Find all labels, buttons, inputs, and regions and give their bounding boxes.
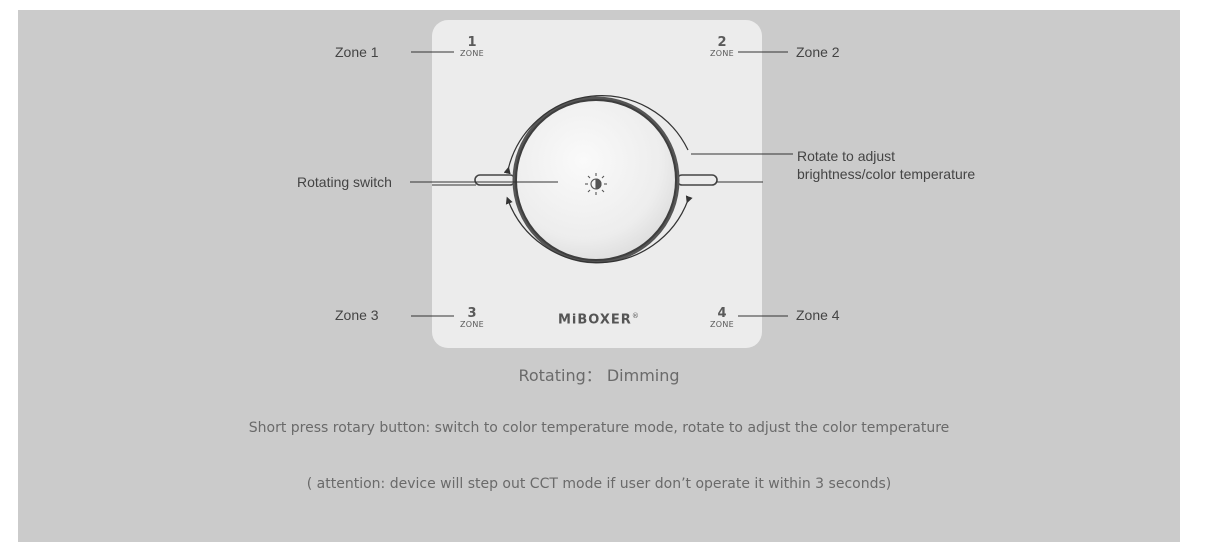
zone2-number: 2 — [717, 35, 727, 50]
zone2-label: Zone 2 — [796, 44, 840, 60]
brand-name: MiBOXER — [558, 312, 632, 328]
leader-lines — [410, 51, 793, 317]
brand-logo: MiBOXER® — [558, 312, 640, 327]
zone1-number: 1 — [467, 35, 477, 50]
zone3-word: ZONE — [459, 320, 485, 329]
left-slot — [474, 174, 516, 186]
zone3-number: 3 — [467, 306, 477, 321]
zone3-button[interactable]: 3 ZONE — [452, 307, 492, 329]
rotate-adjust-label: Rotate to adjust brightness/color temper… — [797, 147, 975, 183]
mode-caption: Rotating： Dimming — [518, 366, 680, 385]
rotate-arrow-bottom — [505, 195, 693, 264]
zone4-number: 4 — [717, 306, 727, 321]
zone4-word: ZONE — [709, 320, 735, 329]
rotate-adjust-line1: Rotate to adjust — [797, 148, 896, 164]
zone1-button[interactable]: 1 ZONE — [452, 36, 492, 58]
right-slot — [676, 174, 718, 186]
zone1-word: ZONE — [459, 49, 485, 58]
rotate-adjust-line2: brightness/color temperature — [797, 166, 976, 182]
zone4-label: Zone 4 — [796, 307, 840, 323]
zone3-label: Zone 3 — [335, 307, 379, 323]
short-press-caption: Short press rotary button: switch to col… — [248, 420, 950, 436]
diagram-stage: Zone 1 Zone 2 Zone 3 Zone 4 1 ZONE 2 ZON… — [18, 10, 1180, 542]
zone2-button[interactable]: 2 ZONE — [702, 36, 742, 58]
remote-illustration — [410, 20, 793, 348]
rotating-switch-label: Rotating switch — [297, 174, 392, 190]
zone4-button[interactable]: 4 ZONE — [702, 307, 742, 329]
brand-registered-mark: ® — [631, 312, 640, 320]
attention-caption: ( attention: device will step out CCT mo… — [306, 476, 892, 492]
rotate-arrow-top — [503, 95, 689, 175]
brightness-icon — [585, 173, 607, 195]
zone2-word: ZONE — [709, 49, 735, 58]
zone1-label: Zone 1 — [335, 44, 379, 60]
